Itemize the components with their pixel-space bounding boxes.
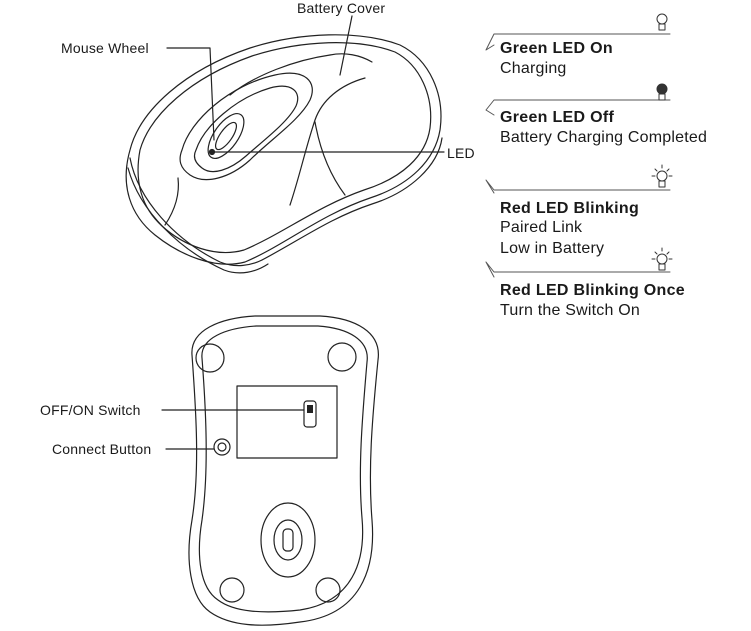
bulb-blinking-icon (652, 248, 672, 270)
mouse-foot (220, 578, 244, 602)
mouse-foot (328, 343, 356, 371)
mouse-bottom-view (162, 316, 378, 625)
off-on-switch (304, 401, 316, 427)
led-state-desc: Low in Battery (500, 239, 604, 259)
led-state-title: Green LED Off (500, 108, 614, 127)
mouse-foot (196, 344, 224, 372)
led-state-desc: Battery Charging Completed (500, 128, 707, 148)
led-state-title: Red LED Blinking (500, 199, 639, 218)
leader-battery-cover (340, 16, 352, 75)
bulb-off-icon (657, 14, 667, 30)
optical-sensor (261, 503, 315, 577)
mouse-wheel-label: Mouse Wheel (61, 40, 149, 56)
led-label: LED (447, 145, 475, 161)
led-state-title: Green LED On (500, 39, 613, 58)
bulb-blinking-icon (652, 165, 672, 187)
bulb-dark-icon (657, 84, 667, 100)
battery-cover-label: Battery Cover (297, 0, 385, 16)
connect-button (214, 439, 230, 455)
off-on-switch-label: OFF/ON Switch (40, 402, 141, 418)
led-state-desc: Paired Link (500, 218, 582, 238)
mouse-bottom-outline (189, 316, 378, 625)
led-state-title: Red LED Blinking Once (500, 281, 685, 300)
mouse-foot (316, 578, 340, 602)
leader-mouse-wheel (167, 48, 214, 140)
led-state-desc: Charging (500, 59, 567, 79)
battery-compartment (237, 386, 337, 458)
mouse-top-view (126, 16, 444, 273)
led-state-desc: Turn the Switch On (500, 301, 640, 321)
connect-button-label: Connect Button (52, 441, 151, 457)
mouse-wheel (201, 108, 250, 164)
